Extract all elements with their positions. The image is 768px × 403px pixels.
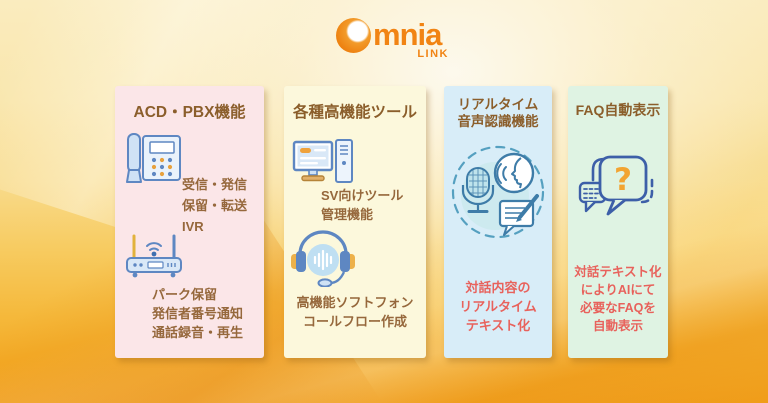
card-faq-auto-display: FAQ自動表示 ? 対話テキスト化 によりAIにて 必要なFAQを	[568, 86, 668, 358]
router-icon	[123, 233, 185, 279]
feature-text-block: 高機能ソフトフォン コールフロー作成	[296, 295, 414, 329]
speech-recognition-icon	[450, 144, 546, 240]
feature-text-block: 受信・発信 保留・転送 IVR	[182, 177, 248, 234]
card-title: ACD・PBX機能	[133, 104, 246, 121]
card-acd-pbx: ACD・PBX機能 受信・発信 保留・転送 IVR	[115, 86, 264, 358]
desktop-computer-icon	[292, 138, 354, 186]
highlight-text: 対話テキスト化 によりAIにて 必要なFAQを 自動表示	[574, 265, 662, 333]
card-title: FAQ自動表示	[575, 102, 661, 118]
feature-text-block: パーク保留 発信者番号通知 通話録音・再生	[152, 287, 244, 340]
feature-text-block: SV向けツール 管理機能	[321, 188, 404, 222]
logo-wordmark: mnia	[373, 17, 442, 52]
card-title: リアルタイム 音声認識機能	[457, 97, 539, 129]
card-speech-recognition: リアルタイム 音声認識機能	[444, 86, 552, 358]
svg-text:?: ?	[614, 162, 632, 198]
omnia-logo-o-icon	[336, 18, 371, 53]
desk-phone-icon	[125, 132, 182, 186]
omnia-link-logo: mnia LINK	[336, 18, 452, 60]
headset-icon	[290, 227, 356, 288]
card-title: 各種高機能ツール	[292, 104, 417, 121]
logo-sub-label: LINK	[417, 48, 449, 60]
card-advanced-tools: 各種高機能ツール SV向けツール 管理機能	[284, 86, 426, 358]
faq-chat-icon: ?	[577, 148, 659, 234]
highlight-text: 対話内容の リアルタイム テキスト化	[459, 280, 537, 333]
